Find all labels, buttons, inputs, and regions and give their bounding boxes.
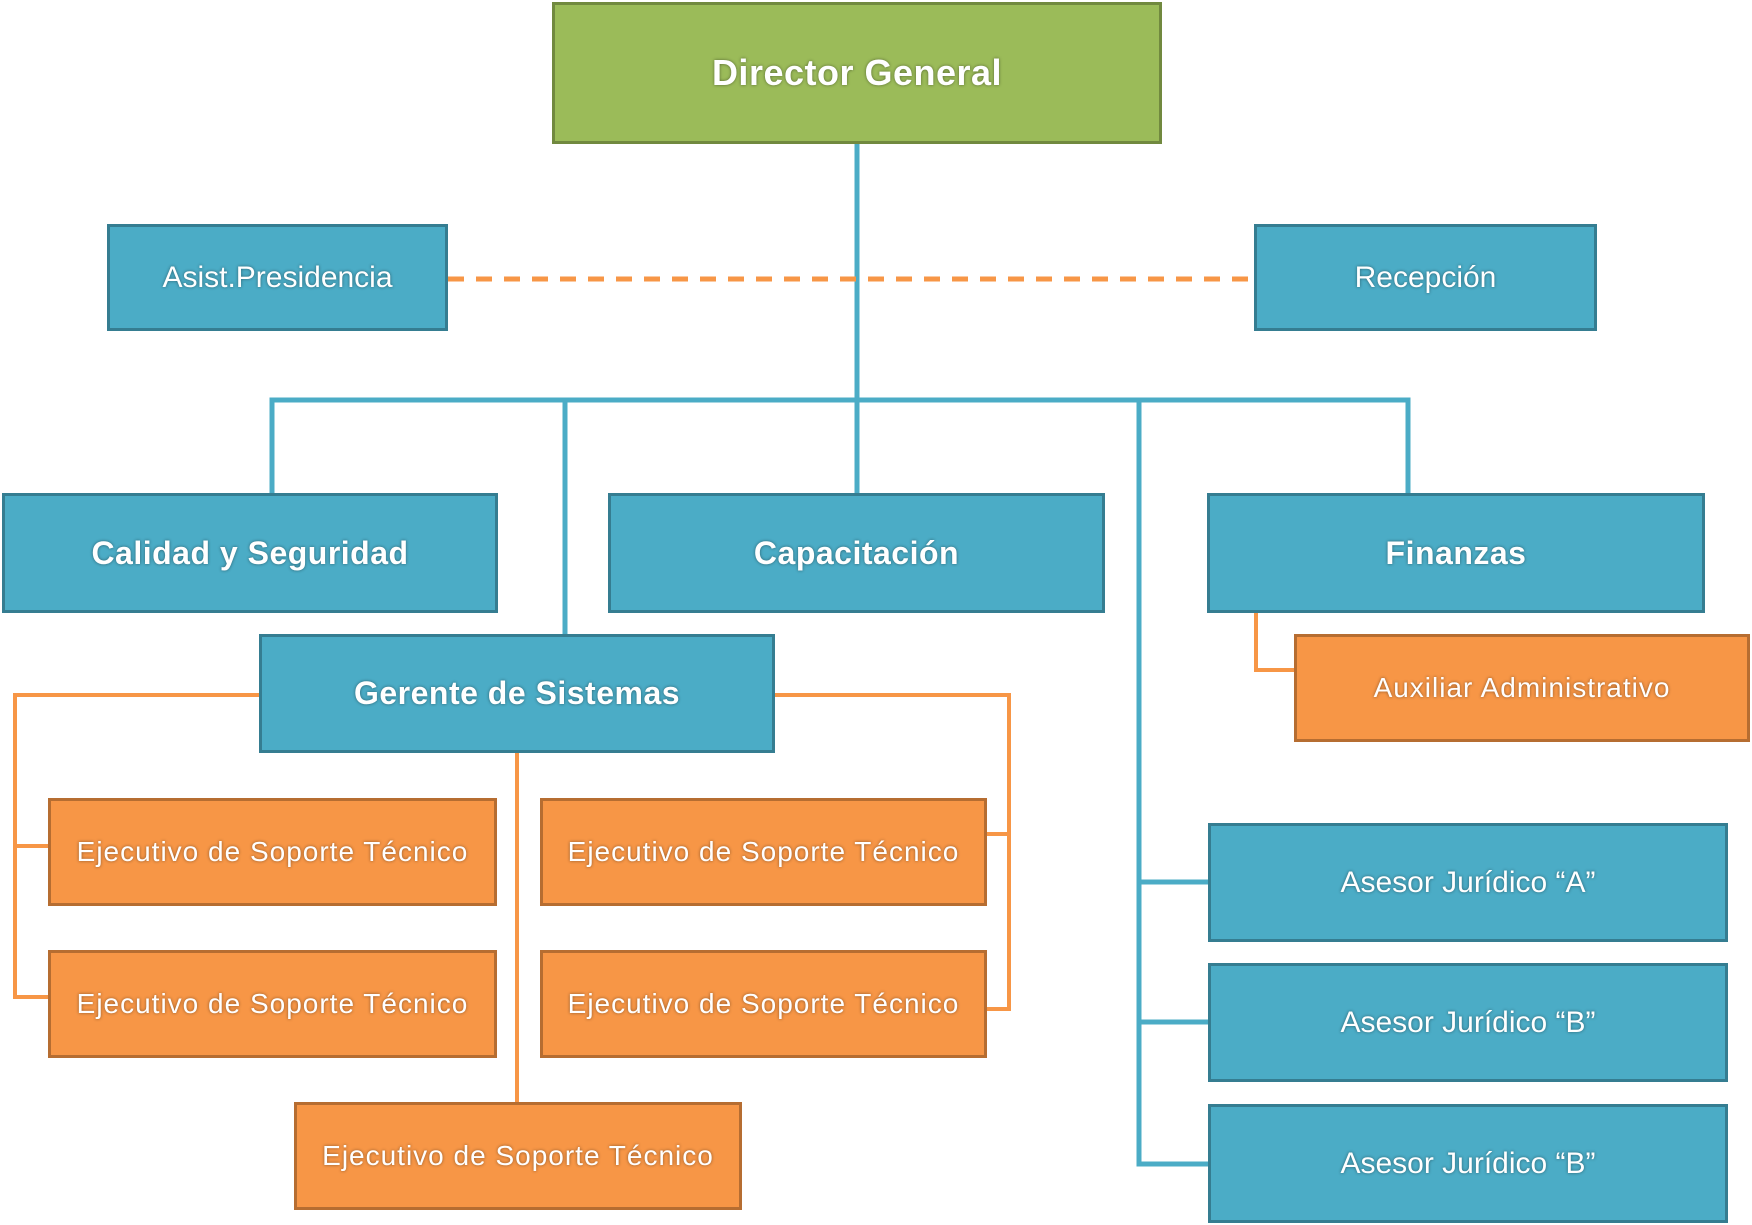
asesor-juridico-label: Asesor Jurídico “B” (1340, 1005, 1596, 1039)
soporte-tecnico-box: Ejecutivo de Soporte Técnico (540, 950, 987, 1058)
main-connectors (269, 141, 1411, 1167)
finanzas-label: Finanzas (1385, 534, 1527, 571)
soporte-tecnico-box: Ejecutivo de Soporte Técnico (540, 798, 987, 906)
soporte-tecnico-label: Ejecutivo de Soporte Técnico (76, 988, 469, 1019)
soporte-tecnico-label: Ejecutivo de Soporte Técnico (76, 836, 469, 867)
sistemas-right-bracket (775, 693, 1011, 1011)
calidad-seguridad-box: Calidad y Seguridad (2, 493, 498, 613)
asesor-juridico-a-box: Asesor Jurídico “A” (1208, 823, 1728, 942)
gerente-sistemas-label: Gerente de Sistemas (353, 675, 681, 711)
staff-connectors (13, 611, 1294, 1102)
recepcion-label: Recepción (1354, 260, 1497, 294)
auxiliar-administrativo-box: Auxiliar Administrativo (1294, 634, 1750, 742)
asist-presidencia-box: Asist.Presidencia (107, 224, 448, 331)
soporte-tecnico-label: Ejecutivo de Soporte Técnico (322, 1140, 714, 1171)
soporte-tecnico-box: Ejecutivo de Soporte Técnico (294, 1102, 742, 1210)
finanzas-to-auxiliar-line (1254, 611, 1294, 672)
soporte-tecnico-label: Ejecutivo de Soporte Técnico (567, 836, 960, 867)
auxiliar-administrativo-label: Auxiliar Administrativo (1373, 672, 1671, 703)
asesor-juridico-label: Asesor Jurídico “B” (1340, 1146, 1596, 1180)
asist-presidencia-label: Asist.Presidencia (162, 260, 393, 294)
soporte-tecnico-label: Ejecutivo de Soporte Técnico (567, 988, 960, 1019)
director-general-box: Director General (552, 2, 1162, 144)
director-general-label: Director General (711, 52, 1003, 93)
gerente-sistemas-box: Gerente de Sistemas (259, 634, 775, 753)
asesor-juridico-b-box: Asesor Jurídico “B” (1208, 963, 1728, 1082)
soporte-tecnico-box: Ejecutivo de Soporte Técnico (48, 950, 497, 1058)
asesor-juridico-b-box: Asesor Jurídico “B” (1208, 1104, 1728, 1223)
asesor-juridico-label: Asesor Jurídico “A” (1340, 865, 1596, 899)
calidad-seguridad-label: Calidad y Seguridad (91, 534, 409, 571)
capacitacion-label: Capacitación (753, 534, 960, 571)
soporte-tecnico-box: Ejecutivo de Soporte Técnico (48, 798, 497, 906)
recepcion-box: Recepción (1254, 224, 1597, 331)
finanzas-box: Finanzas (1207, 493, 1705, 613)
capacitacion-box: Capacitación (608, 493, 1105, 613)
